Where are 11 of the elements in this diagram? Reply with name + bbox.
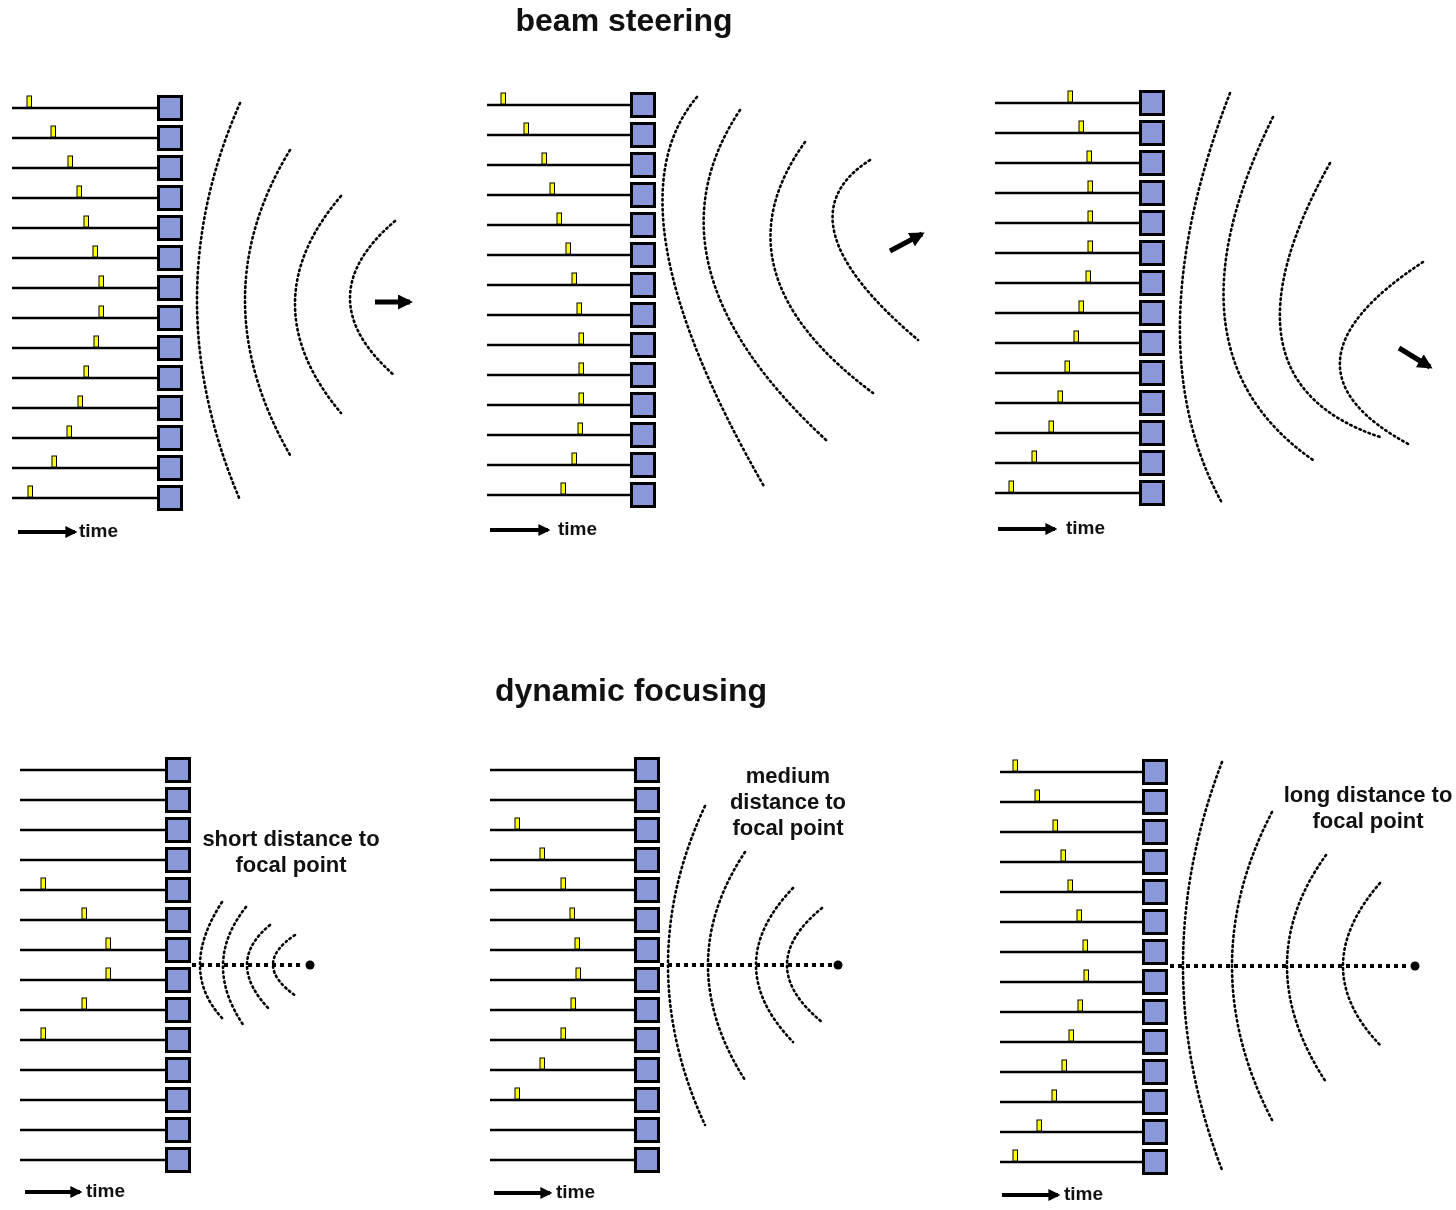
annotation-text: short distance to focal point <box>201 826 381 878</box>
axis-label: time <box>1066 517 1107 540</box>
axis-label: time <box>1064 1183 1105 1206</box>
axis-label: time <box>86 1180 127 1203</box>
section-heading: beam steering <box>514 2 734 40</box>
annotation-text: long distance to focal point <box>1282 782 1454 834</box>
axis-label: time <box>558 518 599 541</box>
section-heading: dynamic focusing <box>493 672 768 710</box>
axis-label: time <box>79 520 120 543</box>
axis-label: time <box>556 1181 597 1204</box>
annotation-text: medium distance to focal point <box>728 763 848 841</box>
